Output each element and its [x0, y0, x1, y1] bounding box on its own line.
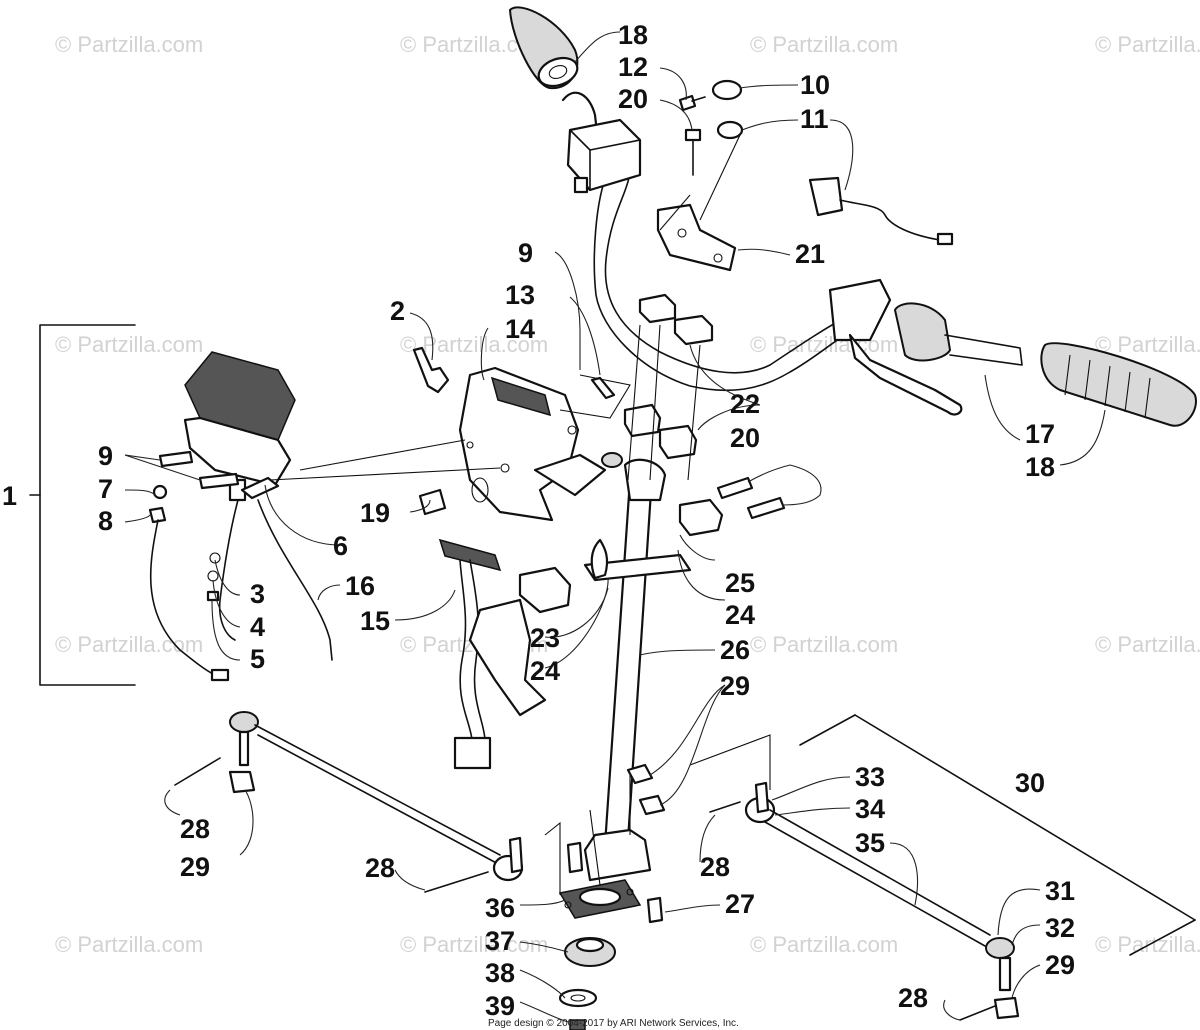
leader-lines: [124, 31, 1106, 1023]
callout-31: 31: [1045, 876, 1075, 906]
dash-cover: [458, 366, 607, 522]
callout-8-ground-cable: 8: [98, 506, 113, 536]
ground-cable: [148, 484, 230, 682]
callout-16-speedo-cable: 16: [345, 571, 375, 601]
callout-15-indicator-light: 15: [360, 606, 390, 636]
watermark: © Partzilla.com: [55, 932, 203, 957]
assembly-lines: [269, 134, 771, 895]
callout-28-right-pin: 28: [700, 852, 730, 882]
callout-25: 25: [725, 568, 755, 598]
callout-14-dash-cover: 14: [505, 314, 535, 344]
callout-20-bolt-lower: 20: [730, 423, 760, 453]
left-grip: [509, 6, 579, 90]
callout-5: 5: [250, 644, 265, 674]
callout-18-left-grip: 18: [618, 20, 648, 50]
callout-9-speedo-screw: 9: [98, 441, 113, 471]
callout-34: 34: [855, 794, 885, 824]
watermark: © Partzilla.com: [1095, 632, 1200, 657]
callout-6: 6: [333, 531, 348, 561]
speedo-wires: [206, 499, 333, 661]
callout-18-right-grip: 18: [1025, 452, 1055, 482]
callout-23: 23: [530, 623, 560, 653]
watermark: © Partzilla.com: [55, 32, 203, 57]
steering-stop-hardware: [566, 763, 666, 924]
right-grip: [1040, 342, 1197, 427]
callout-13: 13: [505, 280, 535, 310]
throttle-housing: [566, 118, 642, 194]
callout-36-flange: 36: [485, 893, 515, 923]
handlebar-clamps: [518, 293, 724, 614]
callout-29-right-nut: 29: [1045, 950, 1075, 980]
callout-10: 10: [800, 70, 830, 100]
watermark: © Partzilla.com: [1095, 32, 1200, 57]
group-brackets: [29, 324, 1196, 956]
callout-39-bolt: 39: [485, 991, 515, 1021]
watermark: © Partzilla.com: [750, 32, 898, 57]
watermark: © Partzilla.com: [55, 632, 203, 657]
speedometer: [183, 351, 296, 502]
page-footer: Page design © 2004-2017 by ARI Network S…: [488, 1018, 739, 1029]
callout-29-steering-nut: 29: [720, 671, 750, 701]
cotter-pins: [174, 757, 996, 1021]
watermark: © Partzilla.com: [55, 332, 203, 357]
watermark: © Partzilla.com: [1095, 332, 1200, 357]
bolts: [158, 346, 786, 520]
watermark: © Partzilla.com: [1095, 932, 1200, 957]
callout-30-tie-rod-assembly: 30: [1015, 768, 1045, 798]
callout-7: 7: [98, 474, 113, 504]
callout-4: 4: [250, 612, 265, 642]
callout-24-upper: 24: [725, 600, 755, 630]
callout-3: 3: [250, 579, 265, 609]
callout-1-speedometer-assembly: 1: [2, 481, 17, 511]
callout-2: 2: [390, 296, 405, 326]
ignition-switch: [678, 79, 954, 246]
right-tie-rod: [744, 781, 1020, 1020]
left-tie-rod: [228, 711, 524, 882]
callout-37-bearing: 37: [485, 926, 515, 956]
callout-27: 27: [725, 889, 755, 919]
callout-22-clamp: 22: [730, 389, 760, 419]
watermark: © Partzilla.com: [750, 932, 898, 957]
lower-bearing: [558, 879, 642, 1030]
watermark: © Partzilla.com: [400, 932, 548, 957]
callout-28-center-pin: 28: [365, 853, 395, 883]
callout-19: 19: [360, 498, 390, 528]
callout-labels: 18 12 20 10 11 21 9 13 14 2 22 20 17 18 …: [2, 20, 1075, 1021]
callout-38-washer: 38: [485, 958, 515, 988]
callout-17-right-grip: 17: [1025, 419, 1055, 449]
callout-11: 11: [800, 104, 829, 134]
callout-12-key: 12: [618, 52, 648, 82]
brake-lever: [828, 278, 1023, 416]
callout-33: 33: [855, 762, 885, 792]
indicator-light: [438, 538, 547, 770]
callout-21-bracket: 21: [795, 239, 825, 269]
watermark: © Partzilla.com: [750, 632, 898, 657]
callout-35: 35: [855, 828, 885, 858]
callout-26-steering-post: 26: [720, 635, 750, 665]
switch-bracket: [656, 203, 737, 272]
callout-29-left-nut: 29: [180, 852, 210, 882]
callout-20-bolt: 20: [618, 84, 648, 114]
callout-32: 32: [1045, 913, 1075, 943]
callout-24-lower: 24: [530, 656, 560, 686]
callout-28-left-pin: 28: [180, 814, 210, 844]
steering-post: [583, 458, 692, 882]
callout-9-screw: 9: [518, 238, 533, 268]
callout-28-right-lower-pin: 28: [898, 983, 928, 1013]
watermark: © Partzilla.com: [750, 332, 898, 357]
